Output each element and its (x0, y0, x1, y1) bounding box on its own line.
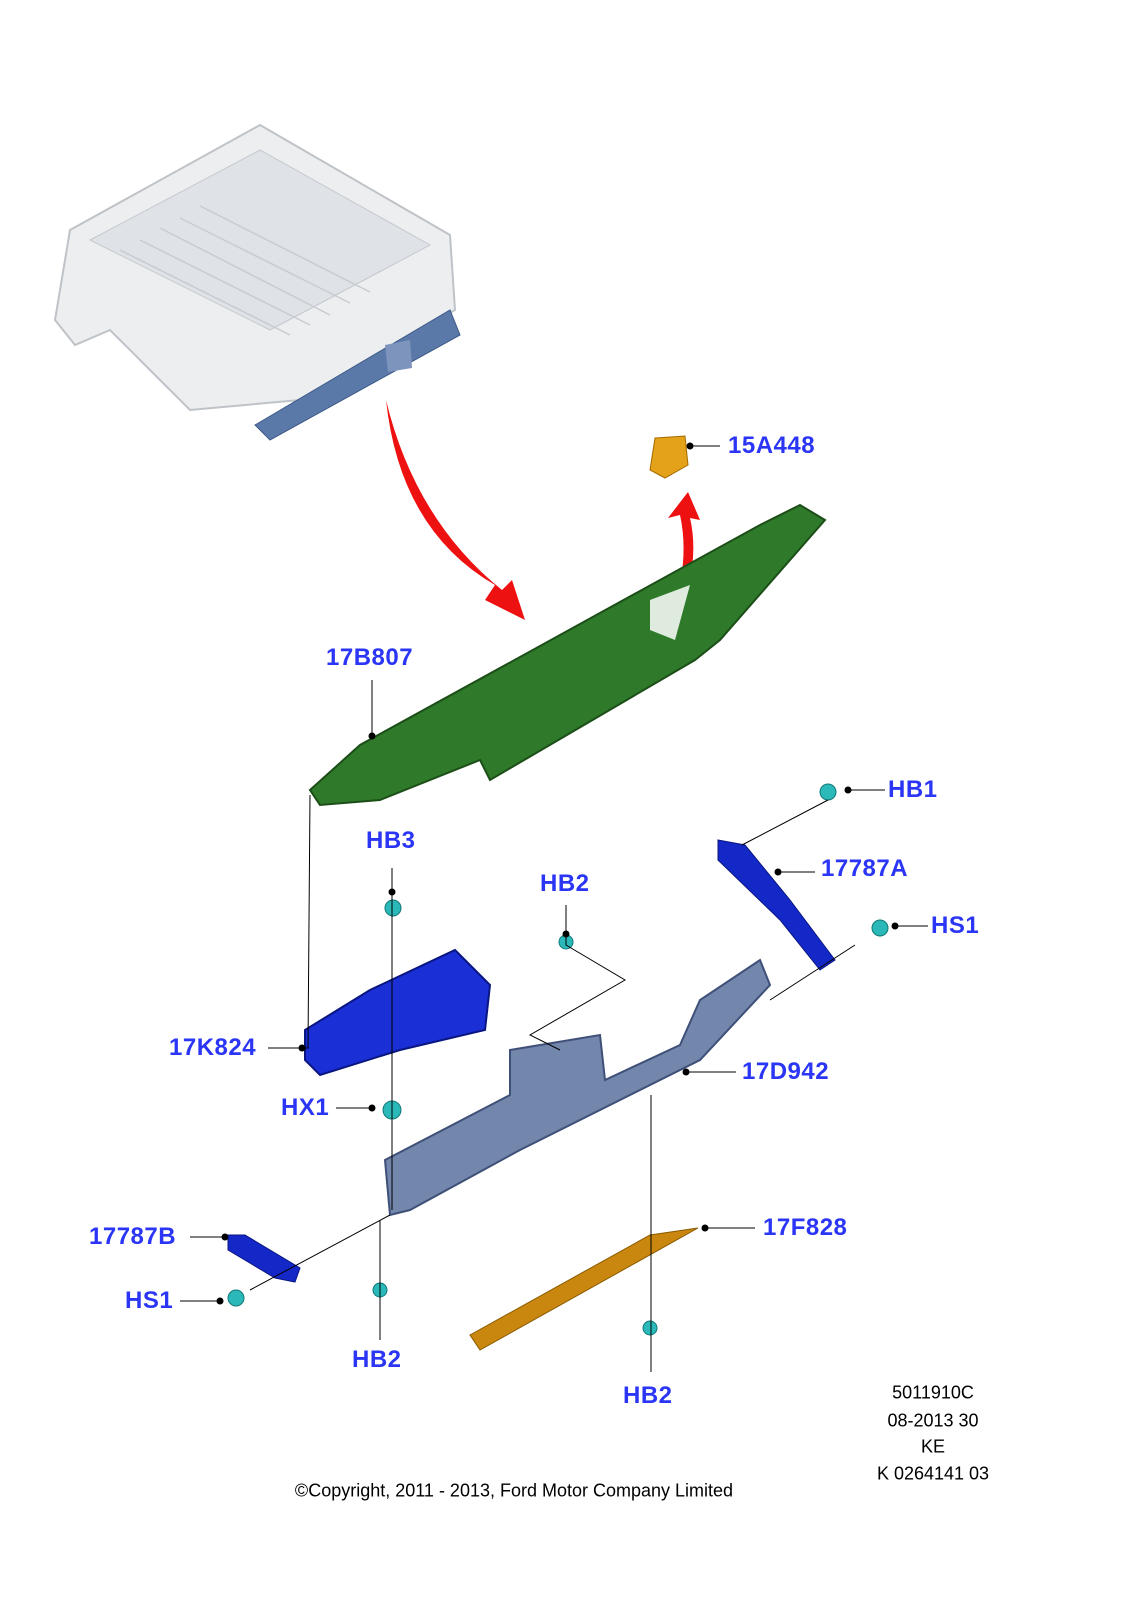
part-17D942-shape (383, 958, 772, 1217)
fastener-icons (227, 783, 889, 1336)
callout-15A448[interactable]: 15A448 (728, 432, 816, 459)
truck-bed-overview (53, 123, 461, 441)
callout-hb2-bottom[interactable]: HB2 (623, 1382, 673, 1409)
callout-hb2-left[interactable]: HB2 (352, 1346, 402, 1373)
part-15A448-shape (649, 435, 689, 479)
callout-17K824[interactable]: 17K824 (169, 1034, 257, 1061)
callout-17B807[interactable]: 17B807 (326, 644, 414, 671)
date-code: 08-2013 30 (887, 1410, 979, 1431)
callout-hb3[interactable]: HB3 (366, 827, 416, 854)
callout-17D942[interactable]: 17D942 (742, 1058, 830, 1085)
callout-17787B[interactable]: 17787B (89, 1223, 177, 1250)
callout-hs1-right[interactable]: HS1 (931, 912, 980, 939)
callout-hs1-left[interactable]: HS1 (125, 1287, 174, 1314)
part-17B807-shape (308, 503, 827, 807)
callout-hb1[interactable]: HB1 (888, 776, 938, 803)
red-arrow-down-icon (386, 400, 525, 620)
callout-hb2-top[interactable]: HB2 (540, 870, 590, 897)
copyright: ©Copyright, 2011 - 2013, Ford Motor Comp… (294, 1480, 734, 1501)
red-arrow-up-icon (668, 492, 700, 617)
part-17K824-shape (304, 948, 492, 1077)
part-17787B-shape (227, 1234, 301, 1283)
callout-17787A[interactable]: 17787A (821, 855, 909, 882)
reference-code: K 0264141 03 (876, 1463, 990, 1484)
part-17F828-shape (469, 1227, 699, 1351)
diagram-number: 5011910C (892, 1382, 974, 1403)
callout-17F828[interactable]: 17F828 (763, 1214, 848, 1241)
region-code: KE (920, 1436, 946, 1457)
callout-hx1[interactable]: HX1 (281, 1094, 330, 1121)
part-17787A-shape (717, 839, 836, 971)
